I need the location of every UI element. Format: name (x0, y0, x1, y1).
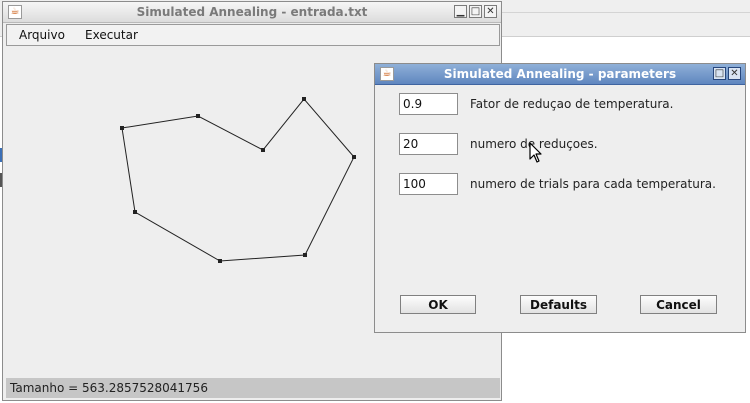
number-of-reductions-label: numero de reduçoes. (470, 137, 598, 151)
menu-executar[interactable]: Executar (85, 28, 138, 42)
cancel-button[interactable]: Cancel (640, 295, 717, 314)
trials-per-temperature-label: numero de trials para cada temperatura. (470, 177, 716, 191)
background-marker (0, 173, 3, 187)
temperature-reduction-factor-label: Fator de reduçao de temperatura. (470, 97, 674, 111)
java-coffee-icon[interactable]: ☕ (8, 5, 22, 19)
tour-node-8 (133, 210, 137, 214)
tour-path (121, 98, 355, 262)
dialog-titlebar[interactable]: ☕ Simulated Annealing - parameters □ ✕ (375, 64, 745, 85)
tour-node-7 (218, 259, 222, 263)
maximize-icon[interactable]: □ (469, 5, 482, 18)
tour-node-4 (302, 97, 306, 101)
minimize-icon[interactable]: ▁ (454, 5, 467, 18)
background-divider (500, 12, 750, 13)
close-icon[interactable]: ✕ (728, 67, 741, 80)
main-window-controls: ▁ □ ✕ (454, 5, 497, 18)
java-coffee-icon[interactable]: ☕ (380, 67, 394, 81)
menu-arquivo[interactable]: Arquivo (19, 28, 65, 42)
mouse-pointer-icon (529, 142, 542, 163)
number-of-reductions-input[interactable] (399, 133, 458, 155)
temperature-reduction-factor-input[interactable] (399, 93, 458, 115)
background-selection-marker (0, 148, 3, 162)
dialog-title: Simulated Annealing - parameters (443, 67, 677, 81)
ok-button[interactable]: OK (400, 295, 476, 314)
tour-node-3 (261, 148, 265, 152)
close-icon[interactable]: ✕ (484, 5, 497, 18)
defaults-button[interactable]: Defaults (520, 295, 597, 314)
menu-bar: Arquivo Executar (6, 24, 500, 46)
main-titlebar[interactable]: ☕ Simulated Annealing - entrada.txt ▁ □ … (3, 2, 501, 23)
main-window-title: Simulated Annealing - entrada.txt (136, 5, 368, 19)
tour-node-5 (352, 155, 356, 159)
maximize-icon[interactable]: □ (713, 67, 726, 80)
status-bar: Tamanho = 563.2857528041756 (6, 378, 500, 398)
tour-plot (120, 97, 356, 263)
dialog-window-controls: □ ✕ (713, 67, 741, 80)
trials-per-temperature-input[interactable] (399, 173, 458, 195)
status-text: Tamanho = 563.2857528041756 (10, 381, 208, 395)
parameters-dialog: ☕ Simulated Annealing - parameters □ ✕ F… (374, 63, 746, 333)
tour-node-1 (120, 126, 124, 130)
tour-node-2 (196, 114, 200, 118)
tour-node-6 (303, 253, 307, 257)
